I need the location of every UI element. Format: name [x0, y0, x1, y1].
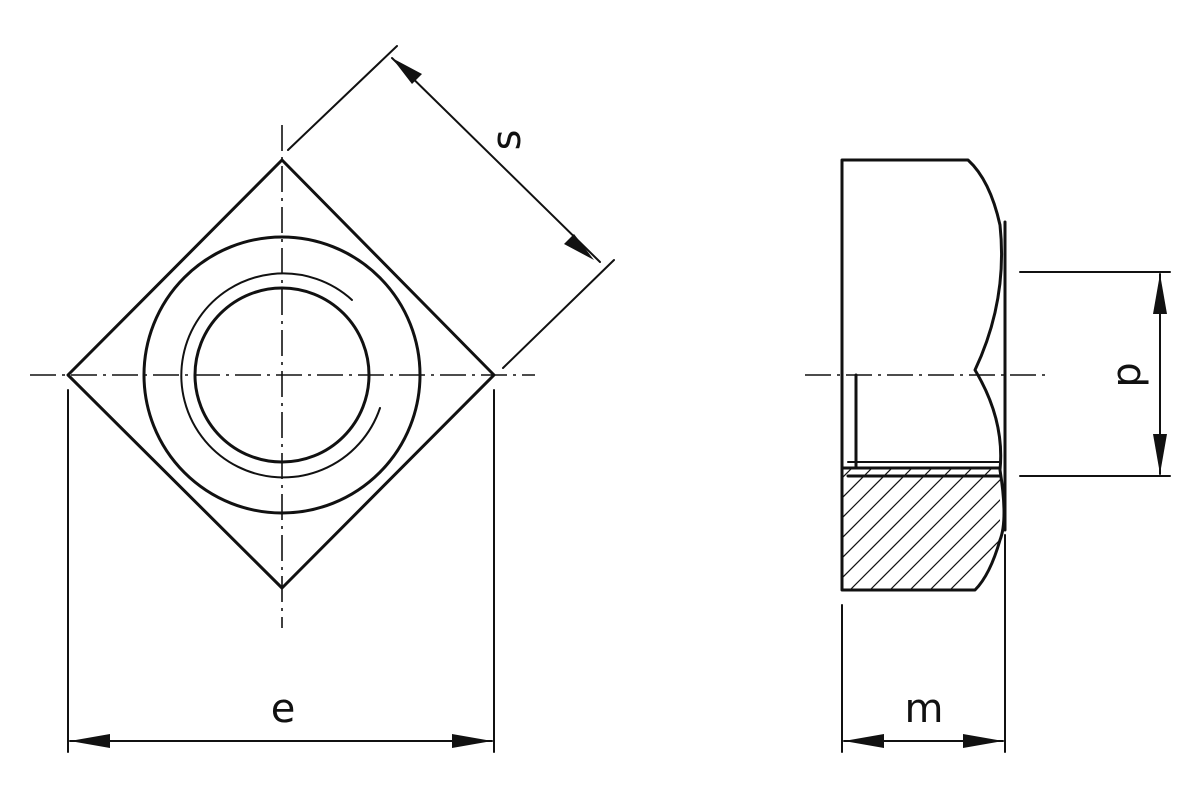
s-label: s: [484, 130, 530, 151]
e-arrowhead-right: [452, 734, 492, 748]
s-arrowhead-top: [392, 58, 422, 84]
side-view: d m: [805, 158, 1171, 753]
d-label: d: [1108, 362, 1154, 387]
side-outer-profile: [840, 158, 1006, 592]
s-extension-line-2: [502, 259, 615, 369]
thread-major-arc: [180, 272, 381, 479]
bearing-face-circle: [142, 235, 422, 515]
m-label: m: [905, 686, 944, 732]
s-dimension-line: [391, 57, 601, 263]
s-arrowhead-bottom: [564, 234, 594, 260]
front-view: s e: [30, 45, 615, 753]
e-arrowhead-left: [70, 734, 110, 748]
d-arrowhead-bottom: [1153, 434, 1167, 474]
e-label: e: [271, 686, 296, 732]
m-arrowhead-left: [844, 734, 884, 748]
d-arrowhead-top: [1153, 274, 1167, 314]
section-hatching: [842, 468, 1000, 590]
bore-circle: [193, 286, 371, 464]
m-arrowhead-right: [963, 734, 1003, 748]
s-extension-line-1: [287, 45, 398, 151]
square-outline: [66, 158, 496, 590]
